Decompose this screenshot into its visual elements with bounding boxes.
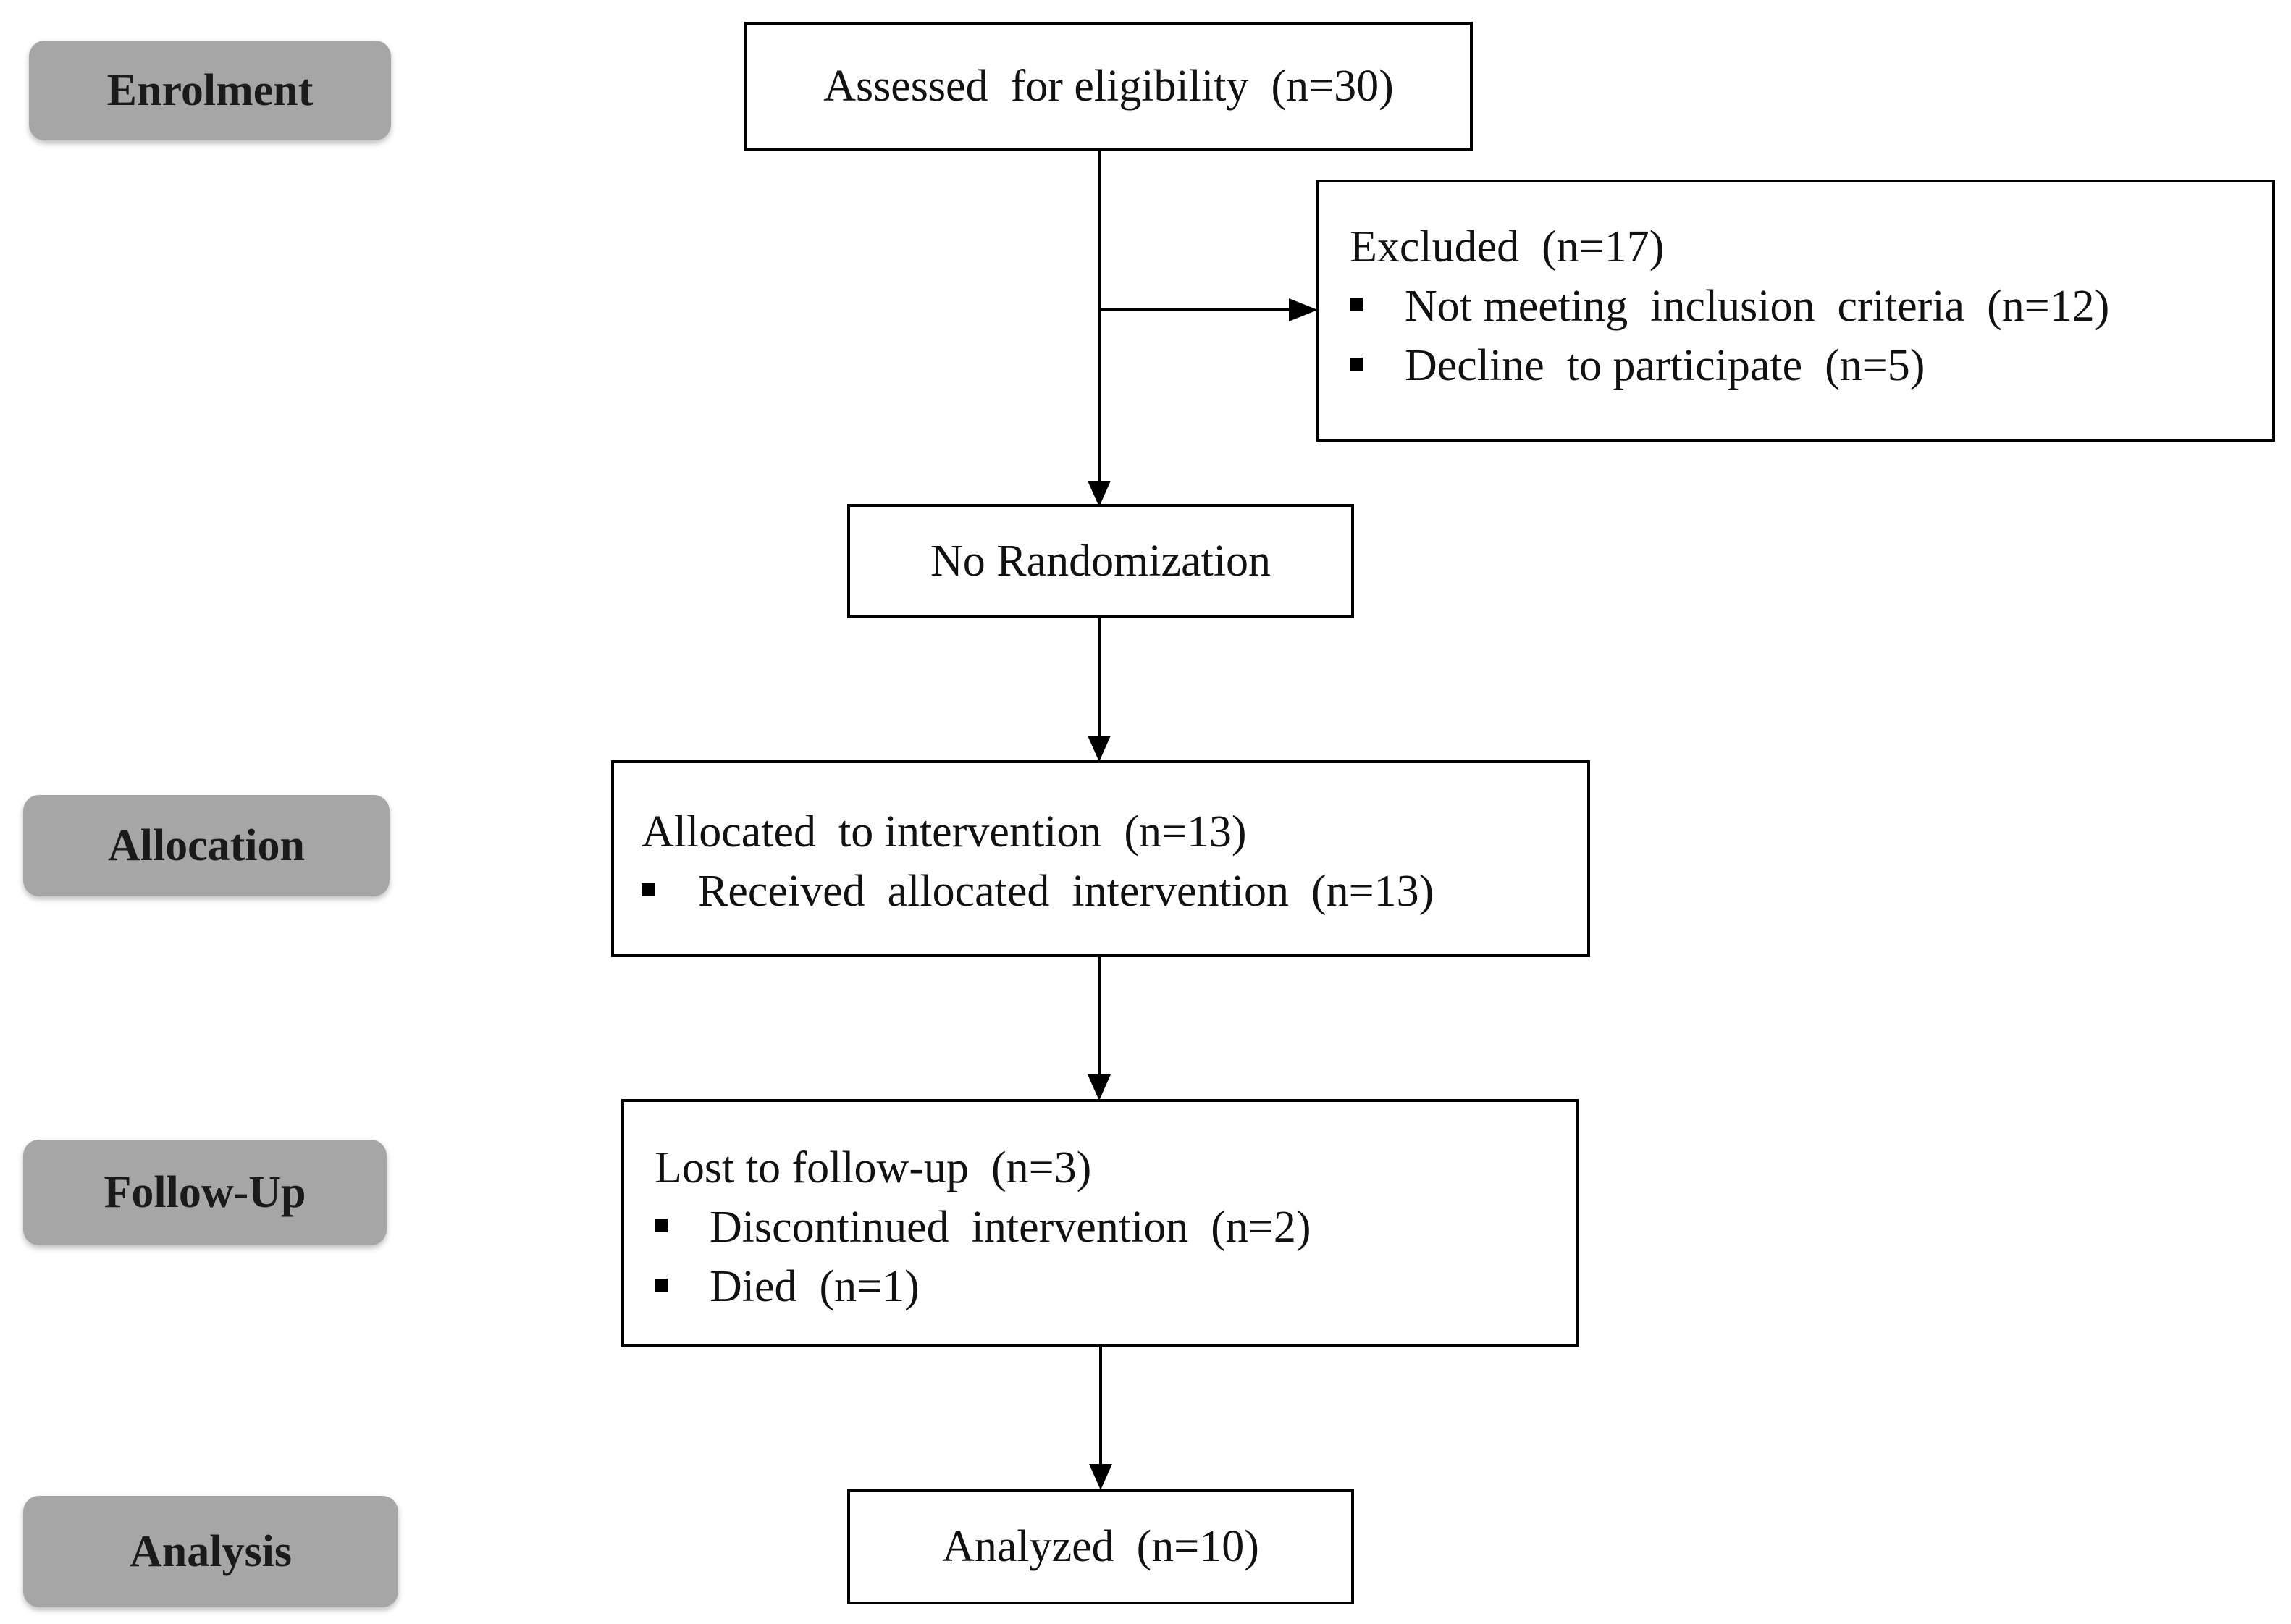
analyzed-text: Analyzed (n=10) — [942, 1522, 1259, 1571]
lost-reason-2: Died (n=1) — [655, 1257, 1576, 1316]
phase-allocation: Allocation — [23, 795, 390, 896]
bullet-icon — [655, 1279, 668, 1292]
lost-reason-1: Discontinued intervention (n=2) — [655, 1198, 1576, 1257]
excluded-box: Excluded (n=17) Not meeting inclusion cr… — [1316, 180, 2275, 442]
lost-box: Lost to follow-up (n=3) Discontinued int… — [621, 1099, 1579, 1347]
excluded-reasons: Not meeting inclusion criteria (n=12) De… — [1350, 277, 2272, 395]
allocated-item-1: Received allocated intervention (n=13) — [642, 862, 1587, 921]
arrowhead-analyzed — [1089, 1464, 1112, 1490]
excluded-reason-2: Decline to participate (n=5) — [1350, 336, 2272, 395]
bullet-icon — [655, 1219, 668, 1232]
arrowhead-randomization — [1088, 481, 1111, 507]
bullet-icon — [642, 883, 655, 896]
phase-analysis-label: Analysis — [130, 1526, 292, 1576]
phase-allocation-label: Allocation — [107, 820, 306, 870]
excluded-title: Excluded (n=17) — [1350, 222, 1665, 272]
phase-analysis: Analysis — [23, 1496, 398, 1607]
phase-follow-up: Follow-Up — [23, 1140, 387, 1245]
excluded-reason-1: Not meeting inclusion criteria (n=12) — [1350, 277, 2272, 336]
arrowhead-lost — [1088, 1074, 1111, 1101]
lost-reasons: Discontinued intervention (n=2) Died (n=… — [655, 1198, 1576, 1316]
allocated-items: Received allocated intervention (n=13) — [642, 862, 1587, 921]
assessed-text: Assessed for eligibility (n=30) — [823, 62, 1394, 111]
lost-title: Lost to follow-up (n=3) — [655, 1143, 1092, 1192]
bullet-icon — [1350, 298, 1363, 311]
arrowhead-allocated — [1088, 736, 1111, 762]
allocated-box: Allocated to intervention (n=13) Receive… — [611, 760, 1590, 957]
assessed-box: Assessed for eligibility (n=30) — [744, 22, 1473, 151]
phase-enrolment-label: Enrolment — [106, 65, 314, 115]
arrowhead-excluded — [1289, 298, 1318, 321]
analyzed-box: Analyzed (n=10) — [847, 1489, 1354, 1604]
phase-follow-up-label: Follow-Up — [104, 1167, 306, 1217]
allocated-title: Allocated to intervention (n=13) — [642, 807, 1247, 857]
phase-enrolment: Enrolment — [29, 41, 391, 140]
randomization-box: No Randomization — [847, 504, 1354, 618]
randomization-text: No Randomization — [930, 537, 1271, 586]
bullet-icon — [1350, 358, 1363, 371]
